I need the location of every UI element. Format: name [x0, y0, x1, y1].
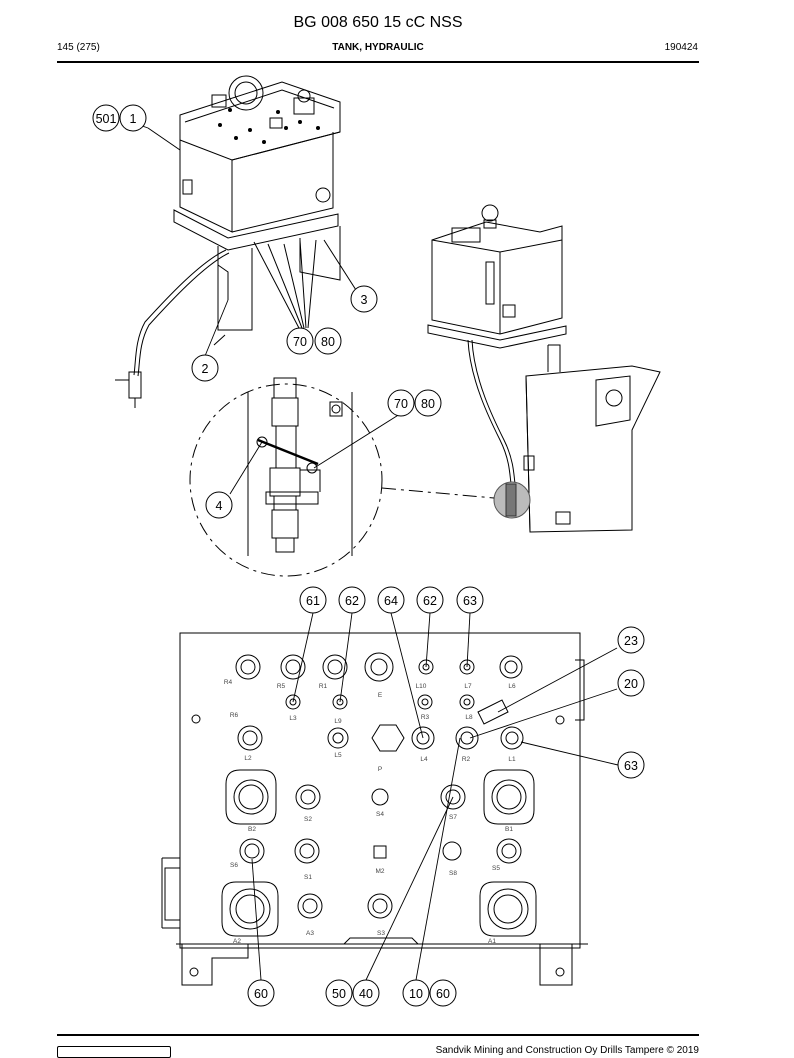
svg-text:S5: S5: [492, 865, 500, 872]
svg-text:61: 61: [306, 594, 320, 608]
svg-text:R3: R3: [421, 714, 430, 721]
document-title: BG 008 650 15 cC NSS: [293, 14, 463, 31]
svg-text:70: 70: [293, 335, 307, 349]
sandvik-logo: [57, 1046, 171, 1058]
callout-3: 3: [350, 285, 378, 313]
svg-text:R1: R1: [319, 683, 328, 690]
svg-text:A2: A2: [233, 938, 241, 945]
section-title: TANK, HYDRAULIC: [332, 42, 424, 53]
manifold-ports: [221, 652, 537, 937]
callout-61: 61: [299, 586, 327, 614]
svg-text:501: 501: [96, 112, 117, 126]
svg-text:R6: R6: [230, 712, 239, 719]
footer-rule: [57, 1034, 699, 1036]
callout-2: 2: [191, 354, 219, 382]
svg-text:L6: L6: [508, 683, 516, 690]
svg-text:L7: L7: [464, 683, 472, 690]
svg-text:64: 64: [384, 594, 398, 608]
svg-text:1: 1: [130, 112, 137, 126]
svg-text:S6: S6: [230, 862, 238, 869]
callout-23: 23: [617, 626, 645, 654]
callout-70-detail: 70: [387, 389, 415, 417]
svg-text:4: 4: [216, 499, 223, 513]
callout-1: 1: [119, 104, 147, 132]
svg-text:2: 2: [202, 362, 209, 376]
svg-text:L3: L3: [289, 715, 297, 722]
callout-80: 80: [314, 327, 342, 355]
callout-10: 10: [402, 979, 430, 1007]
svg-text:63: 63: [463, 594, 477, 608]
hydraulic-tank-right-view: [427, 204, 661, 533]
svg-text:B2: B2: [248, 826, 256, 833]
svg-text:L4: L4: [420, 756, 428, 763]
callout-501: 501: [92, 104, 120, 132]
svg-text:B1: B1: [505, 826, 513, 833]
svg-text:60: 60: [254, 987, 268, 1001]
callouts: 501 1 3 70 80 2 70 80 4 61 62 64 62 63 2…: [92, 104, 645, 1007]
svg-text:R5: R5: [277, 683, 286, 690]
revision-date: 190424: [664, 42, 698, 53]
port-labels: R4 R5 R1 E L10 L7 L6 R6 L3 L9 R3 L8 L2 L…: [224, 679, 516, 945]
detail-view-valve: [189, 377, 495, 577]
callout-4: 4: [205, 491, 233, 519]
svg-text:A1: A1: [488, 938, 496, 945]
callout-20: 20: [617, 669, 645, 697]
svg-text:R2: R2: [462, 756, 471, 763]
callout-60-right: 60: [429, 979, 457, 1007]
svg-text:S8: S8: [449, 870, 457, 877]
callout-62-a: 62: [338, 586, 366, 614]
svg-text:80: 80: [421, 397, 435, 411]
svg-text:62: 62: [345, 594, 359, 608]
svg-text:62: 62: [423, 594, 437, 608]
svg-text:S4: S4: [376, 811, 384, 818]
valve-manifold-plate: R4 R5 R1 E L10 L7 L6 R6 L3 L9 R3 L8 L2 L…: [161, 632, 588, 986]
svg-text:L8: L8: [465, 714, 473, 721]
svg-text:10: 10: [409, 987, 423, 1001]
svg-text:L10: L10: [416, 683, 427, 690]
svg-text:S3: S3: [377, 930, 385, 937]
svg-text:63: 63: [624, 759, 638, 773]
svg-text:S7: S7: [449, 814, 457, 821]
svg-text:L5: L5: [334, 752, 342, 759]
svg-text:23: 23: [624, 634, 638, 648]
svg-text:A3: A3: [306, 930, 314, 937]
svg-text:S1: S1: [304, 874, 312, 881]
svg-text:40: 40: [359, 987, 373, 1001]
svg-text:E: E: [378, 692, 383, 699]
svg-text:M2: M2: [375, 868, 384, 875]
svg-text:L1: L1: [508, 756, 516, 763]
callout-70: 70: [286, 327, 314, 355]
callout-63-top: 63: [456, 586, 484, 614]
callout-63-right: 63: [617, 751, 645, 779]
header-rule: [57, 61, 699, 63]
svg-text:3: 3: [361, 293, 368, 307]
svg-text:70: 70: [394, 397, 408, 411]
callout-80-detail: 80: [414, 389, 442, 417]
svg-text:S2: S2: [304, 816, 312, 823]
svg-text:P: P: [378, 766, 382, 773]
callout-62-b: 62: [416, 586, 444, 614]
svg-text:80: 80: [321, 335, 335, 349]
page-number: 145 (275): [57, 42, 100, 53]
callout-64: 64: [377, 586, 405, 614]
callout-60-left: 60: [247, 979, 275, 1007]
copyright-notice: Sandvik Mining and Construction Oy Drill…: [435, 1045, 699, 1056]
svg-text:20: 20: [624, 677, 638, 691]
callout-40: 40: [352, 979, 380, 1007]
svg-text:50: 50: [332, 987, 346, 1001]
hydraulic-tank-left-view: [115, 75, 357, 408]
callout-50: 50: [325, 979, 353, 1007]
svg-text:60: 60: [436, 987, 450, 1001]
leader-lines: [119, 117, 619, 981]
svg-text:R4: R4: [224, 679, 233, 686]
svg-text:L2: L2: [244, 755, 252, 762]
svg-text:L9: L9: [334, 718, 342, 725]
